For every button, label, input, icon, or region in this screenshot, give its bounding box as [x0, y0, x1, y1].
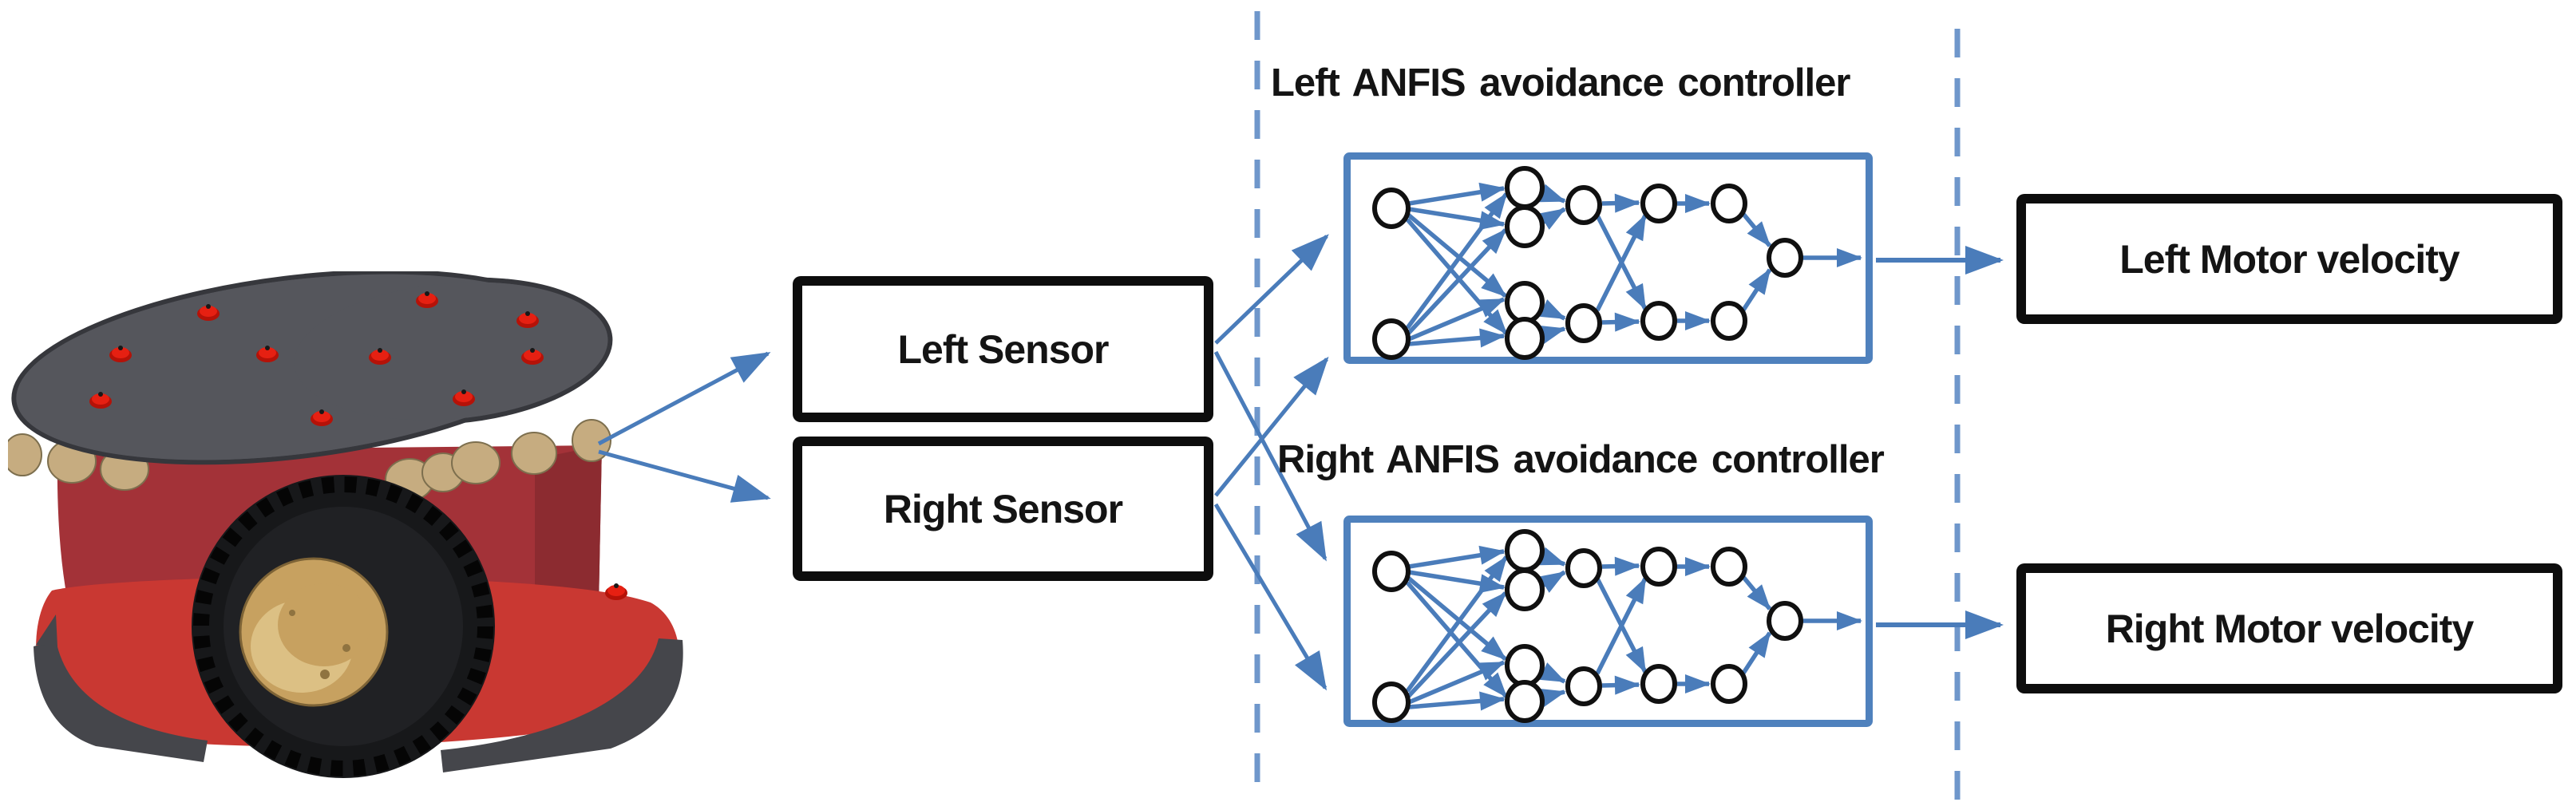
- right-sensor-box: Right Sensor: [793, 437, 1213, 581]
- left-controller-title: Left ANFIS avoidance controller: [1271, 61, 1850, 105]
- left-sensor-box: Left Sensor: [793, 276, 1213, 422]
- robot-to-sensor-arrows: [597, 351, 771, 503]
- robot-wheel: [192, 475, 495, 778]
- right-motor-label: Right Motor velocity: [2105, 606, 2475, 651]
- sensor-to-controller-arrows: [1213, 234, 1329, 691]
- robot-bumpers: [34, 614, 683, 772]
- anfis-network-right: [1347, 520, 1870, 724]
- left-motor-box: Left Motor velocity: [2016, 194, 2562, 324]
- controller-output-arrows: [1876, 246, 2004, 639]
- right-sensor-label: Right Sensor: [883, 486, 1123, 531]
- left-sensor-label: Left Sensor: [897, 326, 1109, 372]
- right-controller-title: Right ANFIS avoidance controller: [1277, 438, 1885, 481]
- pioneer-robot-illustration: [8, 271, 683, 778]
- right-motor-box: Right Motor velocity: [2016, 563, 2562, 693]
- anfis-network-left: [1347, 156, 1870, 361]
- left-motor-label: Left Motor velocity: [2119, 236, 2459, 282]
